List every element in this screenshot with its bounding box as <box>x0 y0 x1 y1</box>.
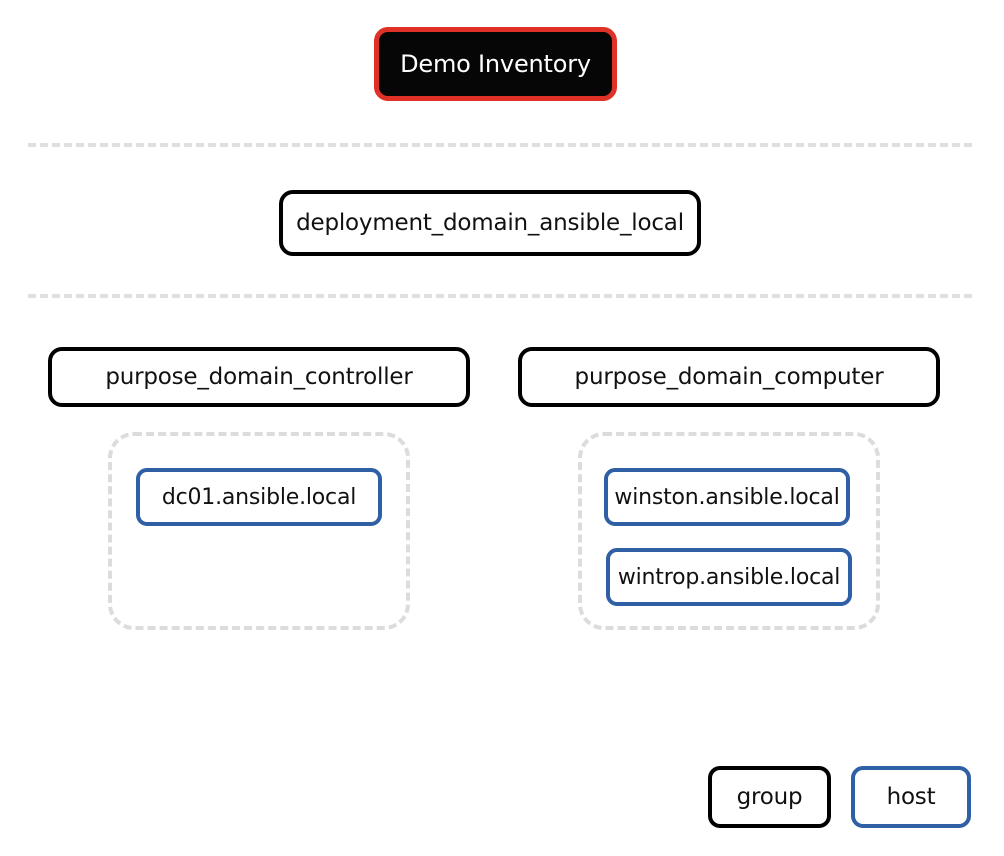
group-node-purpose-domain-controller[interactable]: purpose_domain_controller <box>48 347 470 407</box>
host-node-dc01[interactable]: dc01.ansible.local <box>136 468 382 526</box>
level-separator-top <box>28 143 972 147</box>
legend-item-host: host <box>851 766 971 828</box>
host-node-wintrop[interactable]: wintrop.ansible.local <box>606 548 852 606</box>
host-container-domain-computer <box>578 432 880 630</box>
group-node-deployment-domain-ansible-local[interactable]: deployment_domain_ansible_local <box>279 190 701 256</box>
host-node-winston[interactable]: winston.ansible.local <box>604 468 850 526</box>
legend-item-group: group <box>708 766 831 828</box>
group-node-purpose-domain-computer[interactable]: purpose_domain_computer <box>518 347 940 407</box>
inventory-root-node[interactable]: Demo Inventory <box>374 27 617 101</box>
host-container-domain-controller <box>108 432 410 630</box>
level-separator-middle <box>28 294 972 298</box>
